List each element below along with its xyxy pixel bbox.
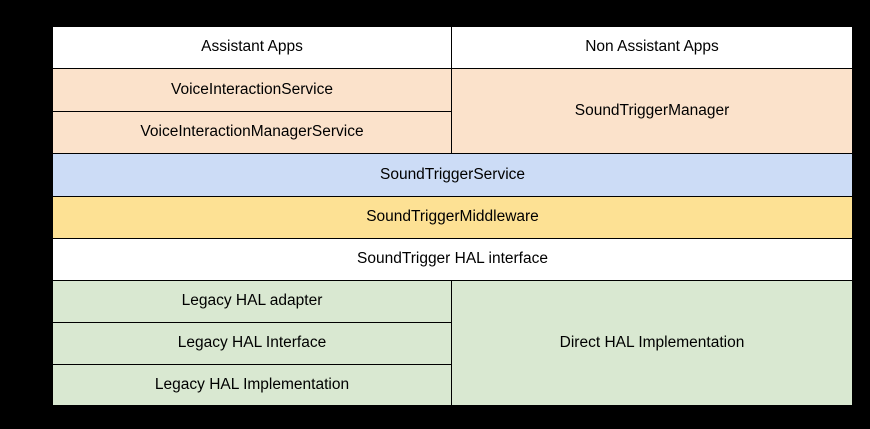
cell-sound-trigger-service: SoundTriggerService: [52, 153, 853, 197]
label-sound-trigger-service: SoundTriggerService: [379, 165, 526, 183]
cell-voice-interaction-service: VoiceInteractionService: [52, 68, 452, 112]
cell-sound-trigger-manager: SoundTriggerManager: [451, 68, 853, 154]
cell-legacy-hal-implementation: Legacy HAL Implementation: [52, 364, 452, 406]
label-legacy-hal-implementation: Legacy HAL Implementation: [154, 375, 350, 393]
cell-direct-hal-implementation: Direct HAL Implementation: [451, 280, 853, 406]
cell-voice-interaction-manager-service: VoiceInteractionManagerService: [52, 111, 452, 154]
label-voice-interaction-manager-service: VoiceInteractionManagerService: [140, 123, 364, 141]
table-row-sound-trigger-service: SoundTriggerService: [52, 153, 853, 197]
label-voice-interaction-service: VoiceInteractionService: [171, 80, 333, 98]
cell-sound-trigger-hal-interface: SoundTrigger HAL interface: [52, 238, 853, 281]
label-sound-trigger-hal-interface: SoundTrigger HAL interface: [357, 250, 548, 268]
table-row-legacy-hal-adapter: Legacy HAL adapter Direct HAL Implementa…: [52, 280, 853, 406]
cell-sound-trigger-middleware: SoundTriggerMiddleware: [52, 196, 853, 239]
header-label-assistant-apps: Assistant Apps: [201, 38, 303, 56]
header-label-non-assistant-apps: Non Assistant Apps: [585, 38, 719, 56]
table-row-header: Assistant Apps Non Assistant Apps: [52, 26, 853, 69]
table-row-legacy-hal-interface: Legacy HAL Interface: [52, 322, 853, 365]
cell-legacy-hal-interface: Legacy HAL Interface: [52, 322, 452, 365]
table-row-voice-interaction-manager-service: VoiceInteractionManagerService: [52, 111, 853, 154]
header-cell-non-assistant-apps: Non Assistant Apps: [451, 26, 853, 69]
label-direct-hal-implementation: Direct HAL Implementation: [559, 333, 745, 351]
table-row-voice-interaction-service: VoiceInteractionService SoundTriggerMana…: [52, 68, 853, 154]
cell-legacy-hal-adapter: Legacy HAL adapter: [52, 280, 452, 323]
table-row-sound-trigger-hal-interface: SoundTrigger HAL interface: [52, 238, 853, 281]
label-sound-trigger-middleware: SoundTriggerMiddleware: [366, 208, 539, 226]
table-row-sound-trigger-middleware: SoundTriggerMiddleware: [52, 196, 853, 239]
label-legacy-hal-interface: Legacy HAL Interface: [177, 334, 327, 352]
table-row-legacy-hal-implementation: Legacy HAL Implementation: [52, 364, 853, 406]
header-cell-assistant-apps: Assistant Apps: [52, 26, 452, 69]
soundtrigger-stack-table: Assistant Apps Non Assistant Apps VoiceI…: [52, 26, 853, 406]
label-sound-trigger-manager: SoundTriggerManager: [574, 101, 730, 119]
label-legacy-hal-adapter: Legacy HAL adapter: [181, 292, 323, 310]
